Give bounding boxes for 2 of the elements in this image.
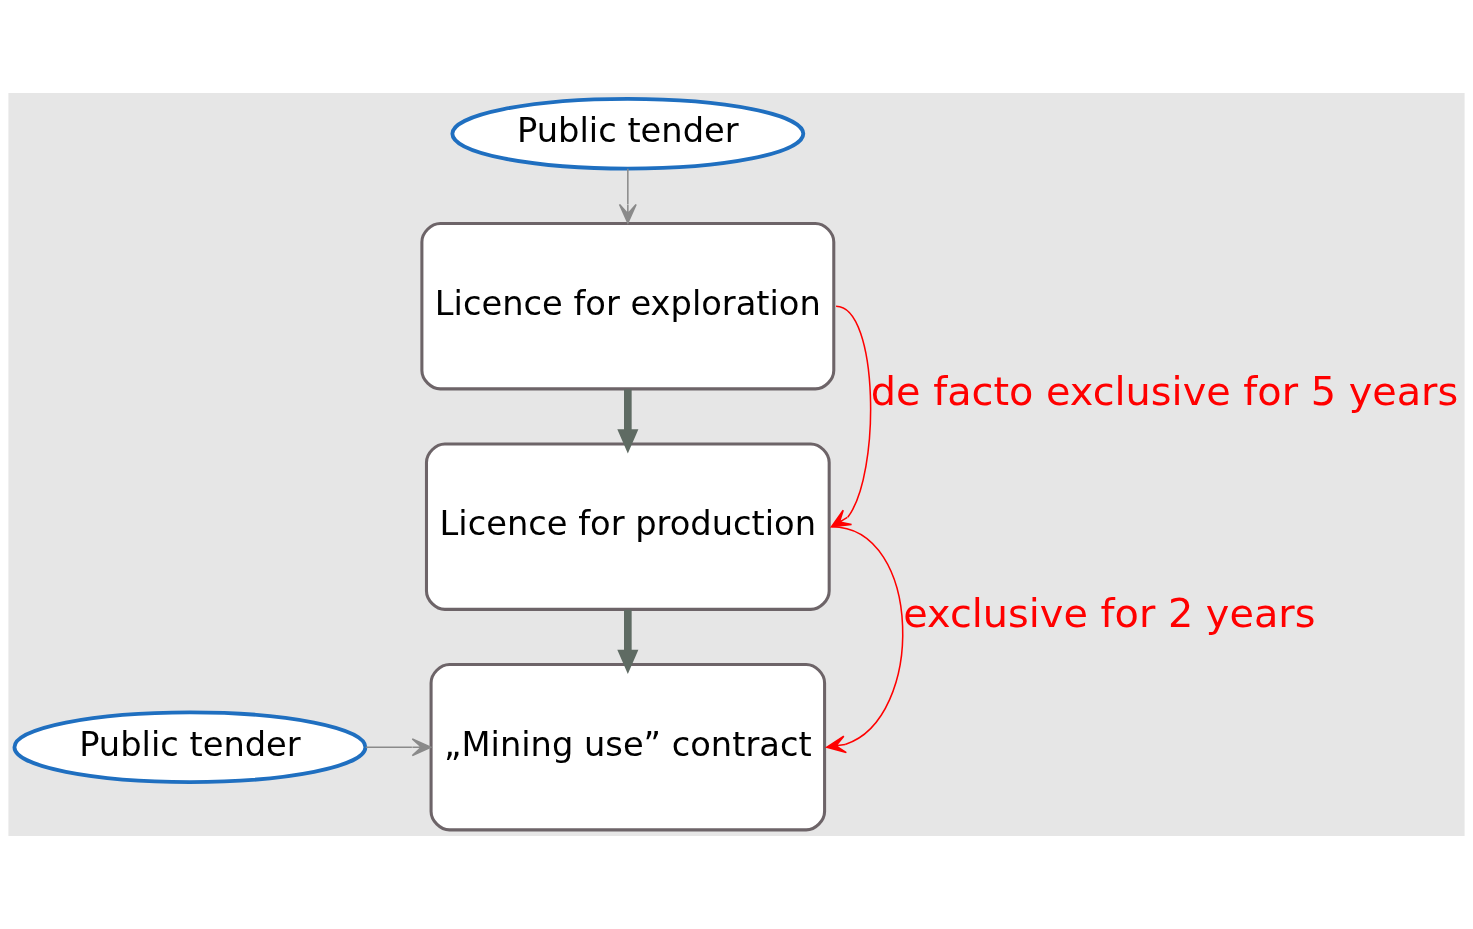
edge-label: de facto exclusive for 5 years	[870, 367, 1459, 414]
edge-label: exclusive for 2 years	[903, 589, 1316, 636]
